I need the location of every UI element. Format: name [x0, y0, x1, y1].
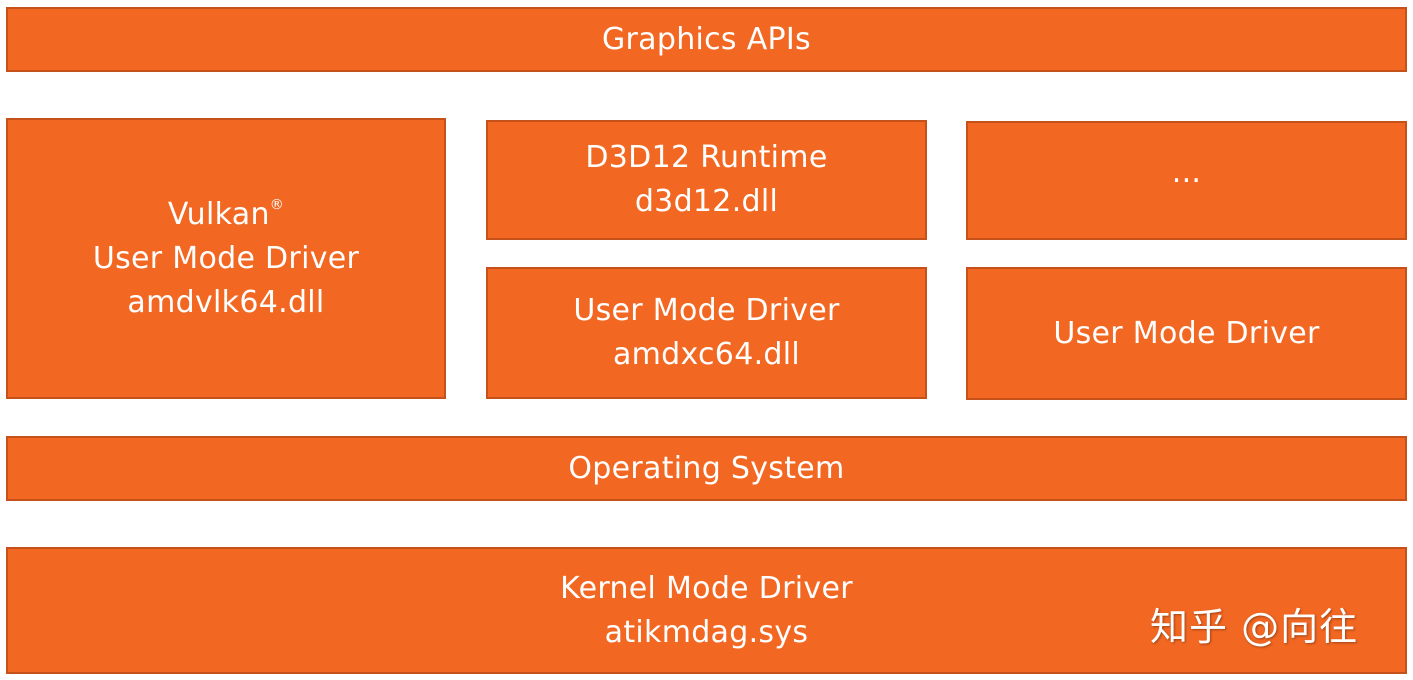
graphics-apis-layer: Graphics APIs — [6, 7, 1407, 72]
other-umd-label: User Mode Driver — [1053, 315, 1320, 351]
vulkan-label: Vulkan — [167, 196, 270, 232]
d3d12-runtime-label: D3D12 Runtime — [585, 140, 828, 175]
vulkan-umd-label: User Mode Driver — [92, 240, 360, 276]
zhihu-watermark: 知乎 @向往 — [1150, 605, 1359, 649]
d3d12-dll-label: d3d12.dll — [634, 184, 779, 219]
registered-trademark-mark: ® — [269, 196, 285, 213]
graphics-apis-label: Graphics APIs — [601, 21, 811, 57]
operating-system-label: Operating System — [568, 450, 845, 486]
other-user-mode-driver-box: User Mode Driver — [966, 267, 1407, 400]
d3d12-user-mode-driver-box: User Mode Driver amdxc64.dll — [486, 267, 927, 399]
ellipsis-label: ... — [1171, 154, 1202, 190]
vulkan-title: Vulkan® — [168, 193, 284, 237]
d3d12-umd-label: User Mode Driver — [573, 293, 840, 328]
kernel-mode-driver-layer: Kernel Mode Driver atikmdag.sys — [6, 547, 1407, 674]
vulkan-dll-label: amdvlk64.dll — [127, 284, 325, 320]
kernel-mode-driver-label: Kernel Mode Driver — [560, 570, 853, 606]
kernel-driver-file-label: atikmdag.sys — [604, 614, 809, 650]
amdxc-dll-label: amdxc64.dll — [612, 337, 801, 372]
operating-system-layer: Operating System — [6, 436, 1407, 501]
other-api-box: ... — [966, 121, 1407, 240]
d3d12-runtime-box: D3D12 Runtime d3d12.dll — [486, 120, 927, 240]
vulkan-user-mode-driver-box: Vulkan® User Mode Driver amdvlk64.dll — [6, 118, 446, 399]
